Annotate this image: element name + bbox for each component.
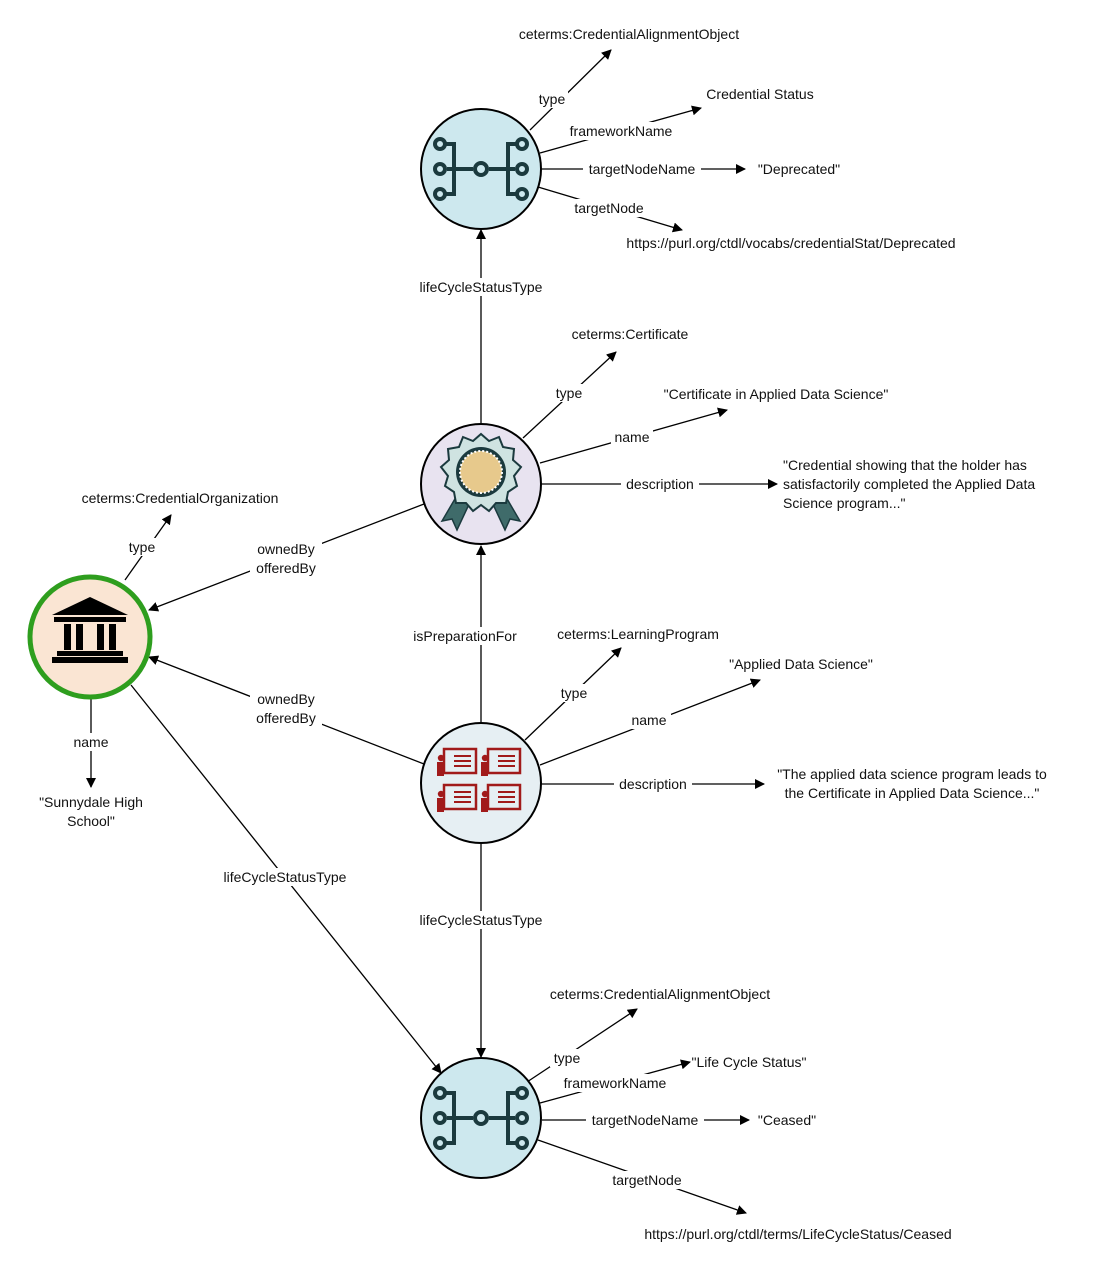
- edge-label-type: type: [129, 539, 156, 555]
- program-description-value-line2: the Certificate in Applied Data Science.…: [785, 785, 1040, 801]
- edge-alignment-bottom-type: [526, 1008, 638, 1083]
- edge-label-type: type: [561, 685, 588, 701]
- program-type-value: ceterms:LearningProgram: [557, 626, 719, 642]
- alignment-top-framework-name-value: Credential Status: [706, 86, 813, 102]
- program-name-value: "Applied Data Science": [729, 656, 873, 672]
- edge-label-is-preparation-for: isPreparationFor: [413, 628, 517, 644]
- organization-type-value: ceterms:CredentialOrganization: [82, 490, 279, 506]
- learning-program-icon: [437, 747, 522, 812]
- edge-label-description: description: [619, 776, 687, 792]
- learning-program-node-circle: [420, 722, 542, 844]
- edge-label-framework-name: frameworkName: [564, 1075, 667, 1091]
- alignment-top-node[interactable]: [420, 108, 542, 230]
- edge-label-offered-by: offeredBy: [256, 560, 316, 576]
- edge-label-lifecycle-status-type: lifeCycleStatusType: [224, 869, 347, 885]
- certificate-name-value: "Certificate in Applied Data Science": [664, 386, 889, 402]
- organization-name-value-line2: School": [67, 813, 115, 829]
- edge-label-lifecycle-status-type: lifeCycleStatusType: [420, 912, 543, 928]
- edge-label-offered-by: offeredBy: [256, 710, 316, 726]
- program-description-value-line1: "The applied data science program leads …: [777, 766, 1047, 782]
- institution-building-icon: [52, 597, 128, 663]
- alignment-tree-icon: [433, 1086, 529, 1150]
- edge-label-target-node: targetNode: [574, 200, 643, 216]
- alignment-top-target-node-name-value: "Deprecated": [758, 161, 840, 177]
- edge-label-type: type: [539, 91, 566, 107]
- alignment-tree-icon: [433, 137, 529, 201]
- certificate-type-value: ceterms:Certificate: [572, 326, 689, 342]
- edge-label-type: type: [554, 1050, 581, 1066]
- certificate-node[interactable]: [420, 423, 542, 545]
- alignment-bottom-target-node-value: https://purl.org/ctdl/terms/LifeCycleSta…: [644, 1226, 951, 1242]
- edge-label-description: description: [626, 476, 694, 492]
- edge-label-target-node-name: targetNodeName: [592, 1112, 699, 1128]
- organization-node[interactable]: [27, 574, 153, 700]
- organization-node-circle: [27, 574, 153, 700]
- edge-label-name: name: [631, 712, 666, 728]
- learning-program-node[interactable]: [420, 722, 542, 844]
- edge-label-name: name: [73, 734, 108, 750]
- edge-alignment-top-type: [529, 49, 612, 131]
- alignment-bottom-framework-name-value: "Life Cycle Status": [692, 1054, 807, 1070]
- edge-label-target-node: targetNode: [612, 1172, 681, 1188]
- organization-name-value-line1: "Sunnydale High: [39, 794, 143, 810]
- edge-label-framework-name: frameworkName: [570, 123, 673, 139]
- certificate-description-value-line3: Science program...": [783, 495, 905, 511]
- edge-label-owned-by: ownedBy: [257, 541, 315, 557]
- certificate-description-value-line2: satisfactorily completed the Applied Dat…: [783, 476, 1035, 492]
- alignment-top-type-value: ceterms:CredentialAlignmentObject: [519, 26, 739, 42]
- edge-label-lifecycle-status-type: lifeCycleStatusType: [420, 279, 543, 295]
- certificate-description-value-line1: "Credential showing that the holder has: [783, 457, 1027, 473]
- certificate-seal-icon: [439, 432, 523, 532]
- alignment-bottom-target-node-name-value: "Ceased": [758, 1112, 816, 1128]
- edge-label-name: name: [614, 429, 649, 445]
- edge-label-target-node-name: targetNodeName: [589, 161, 696, 177]
- edge-label-owned-by: ownedBy: [257, 691, 315, 707]
- alignment-bottom-type-value: ceterms:CredentialAlignmentObject: [550, 986, 770, 1002]
- edge-label-type: type: [556, 385, 583, 401]
- alignment-bottom-node[interactable]: [420, 1057, 542, 1179]
- alignment-top-target-node-value: https://purl.org/ctdl/vocabs/credentialS…: [626, 235, 955, 251]
